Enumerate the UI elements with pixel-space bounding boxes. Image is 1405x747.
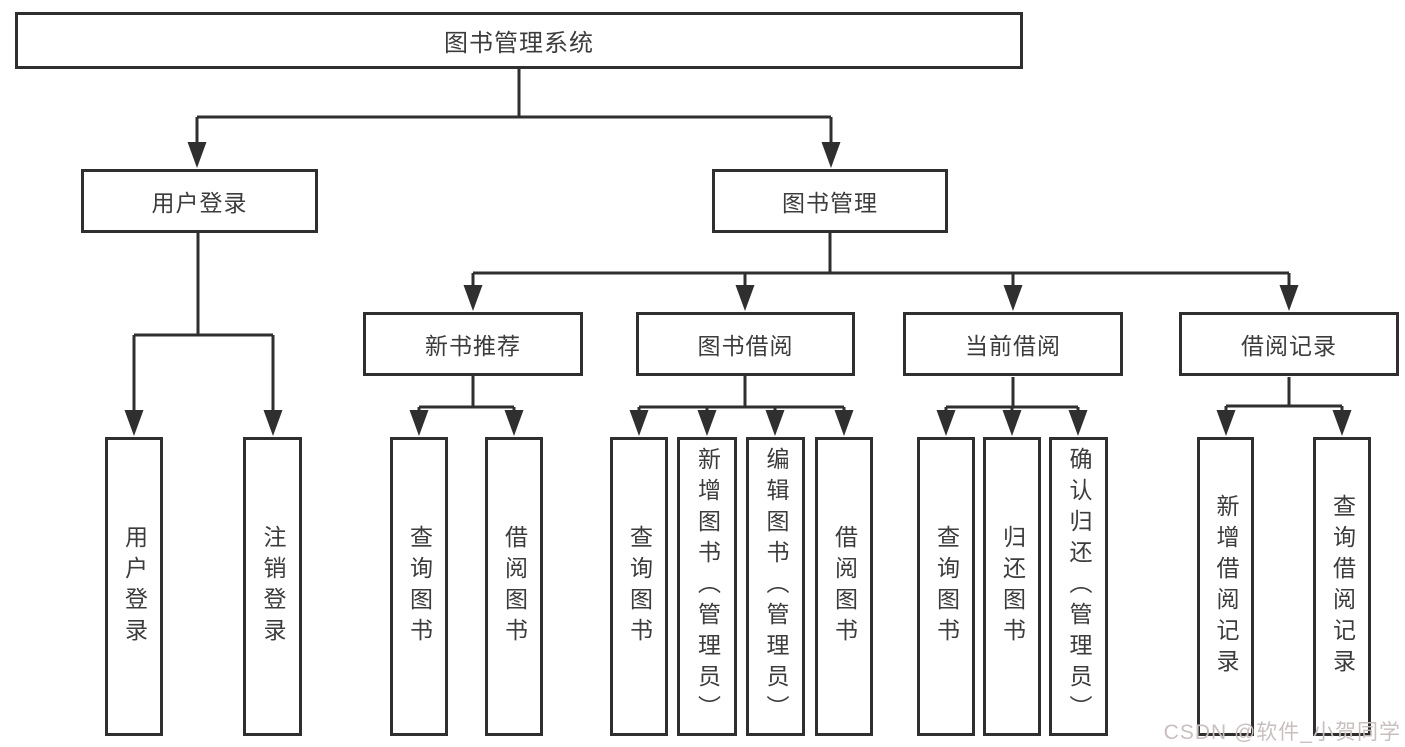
node-label: 查询图书 <box>933 524 960 649</box>
leaf-query-books-3: 查询图书 <box>917 437 975 736</box>
csdn-watermark: CSDN @软件_小贺同学 <box>1163 721 1401 744</box>
node-label: 确认归还（管理员） <box>1066 447 1092 726</box>
node-label: 查询图书 <box>626 524 653 649</box>
node-new-book-recommendation: 新书推荐 <box>363 312 583 376</box>
node-label: 查询借阅记录 <box>1329 493 1356 680</box>
node-label: 归还图书 <box>999 524 1026 649</box>
node-book-borrowing: 图书借阅 <box>636 312 855 376</box>
node-label: 图书管理 <box>782 190 878 216</box>
node-borrowing-records: 借阅记录 <box>1179 312 1399 376</box>
leaf-add-borrow-record: 新增借阅记录 <box>1197 437 1254 736</box>
node-label: 查询图书 <box>406 524 433 649</box>
leaf-user-login: 用户登录 <box>105 437 163 736</box>
node-label: 新增借阅记录 <box>1213 493 1239 680</box>
node-label: 借阅图书 <box>501 524 528 649</box>
node-label: 编辑图书（管理员） <box>763 447 789 726</box>
node-user-login: 用户登录 <box>81 169 318 233</box>
leaf-query-books-1: 查询图书 <box>390 437 448 736</box>
node-label: 用户登录 <box>121 524 148 649</box>
leaf-confirm-return-admin: 确认归还（管理员） <box>1049 437 1108 736</box>
leaf-borrow-books-2: 借阅图书 <box>815 437 873 736</box>
leaf-return-books: 归还图书 <box>983 437 1041 736</box>
leaf-edit-books-admin: 编辑图书（管理员） <box>746 437 805 736</box>
leaf-logout: 注销登录 <box>243 437 302 736</box>
node-label: 用户登录 <box>151 190 248 216</box>
node-label: 借阅图书 <box>831 524 858 649</box>
leaf-borrow-books-1: 借阅图书 <box>485 437 543 736</box>
node-label: 图书管理系统 <box>444 30 594 57</box>
leaf-add-books-admin: 新增图书（管理员） <box>677 437 737 736</box>
node-label: 新书推荐 <box>425 333 521 359</box>
node-label: 当前借阅 <box>965 333 1061 359</box>
node-label: 新增图书（管理员） <box>694 447 721 726</box>
node-label: 借阅记录 <box>1241 333 1337 359</box>
leaf-query-borrow-record: 查询借阅记录 <box>1313 437 1371 736</box>
node-label: 图书借阅 <box>697 333 794 359</box>
node-label: 注销登录 <box>260 524 286 649</box>
leaf-query-books-2: 查询图书 <box>610 437 668 736</box>
node-library-management-system: 图书管理系统 <box>15 12 1023 69</box>
node-book-management: 图书管理 <box>712 169 948 233</box>
node-current-borrowing: 当前借阅 <box>903 312 1123 376</box>
